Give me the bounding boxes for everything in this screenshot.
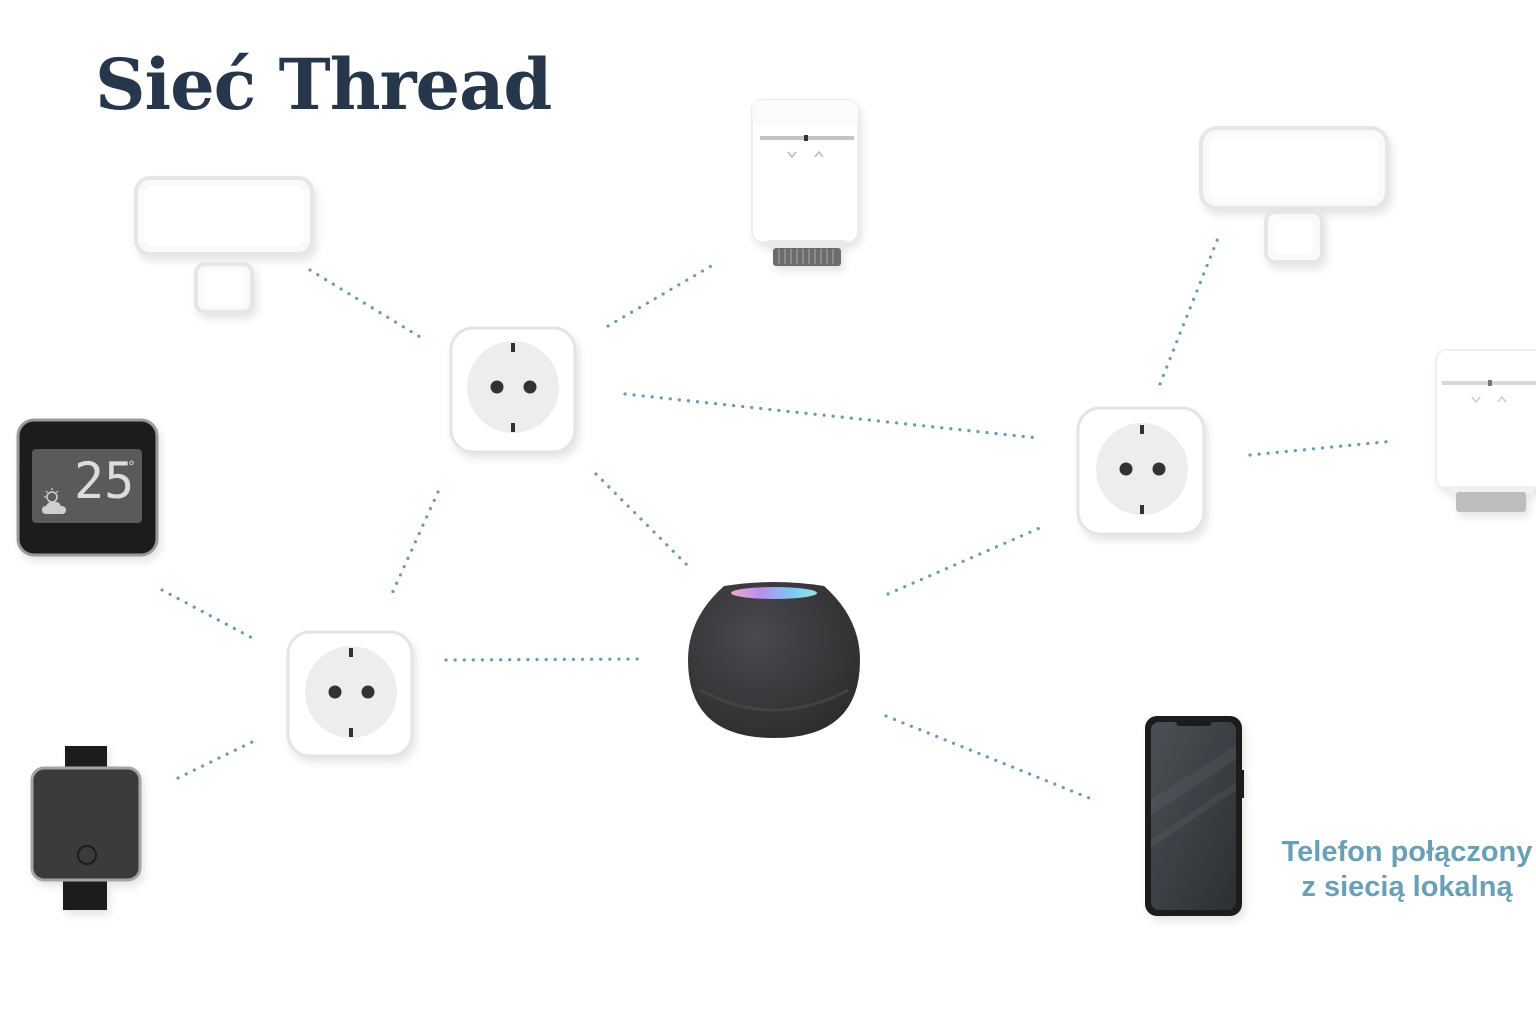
link-hub-phone bbox=[884, 714, 1096, 802]
temperature-readout: 25 bbox=[74, 452, 134, 510]
degree-symbol: ° bbox=[128, 459, 135, 475]
page-title: Sieć Thread bbox=[95, 43, 552, 126]
motion-sensor-icon bbox=[134, 176, 314, 314]
phone-caption-line1: Telefon połączony bbox=[1281, 836, 1533, 868]
weather-station-icon: 25 ° bbox=[16, 418, 159, 557]
link-sensor-plug1 bbox=[308, 268, 427, 342]
link-plug3-sensor bbox=[1158, 236, 1220, 386]
radiator-thermostat-icon bbox=[1435, 349, 1536, 512]
link-plug2-hub bbox=[444, 657, 644, 662]
link-plug1-plug2 bbox=[388, 490, 440, 600]
link-valve-plug2 bbox=[176, 740, 254, 780]
network-links bbox=[160, 236, 1396, 802]
water-controller-icon bbox=[30, 746, 142, 910]
link-hub-plug3 bbox=[886, 525, 1044, 596]
smart-plug-icon bbox=[449, 326, 577, 454]
link-plug1-plug3 bbox=[623, 392, 1040, 440]
smart-plug-icon bbox=[286, 630, 414, 758]
phone-caption-line2: z siecią lokalną bbox=[1301, 871, 1513, 903]
radiator-thermostat-icon bbox=[751, 99, 859, 266]
motion-sensor-icon bbox=[1199, 126, 1389, 264]
home-hub-icon bbox=[688, 582, 860, 738]
link-plug1-hub bbox=[594, 472, 692, 570]
link-plug3-thermostat bbox=[1248, 439, 1396, 457]
phone-caption: Telefon połączony z siecią lokalną bbox=[1262, 835, 1536, 905]
sun-cloud-icon bbox=[42, 488, 66, 514]
link-weather-plug2 bbox=[160, 588, 258, 642]
smartphone-icon bbox=[1145, 716, 1244, 916]
link-plug1-thermostat bbox=[606, 260, 720, 328]
smart-plug-icon bbox=[1076, 406, 1206, 536]
